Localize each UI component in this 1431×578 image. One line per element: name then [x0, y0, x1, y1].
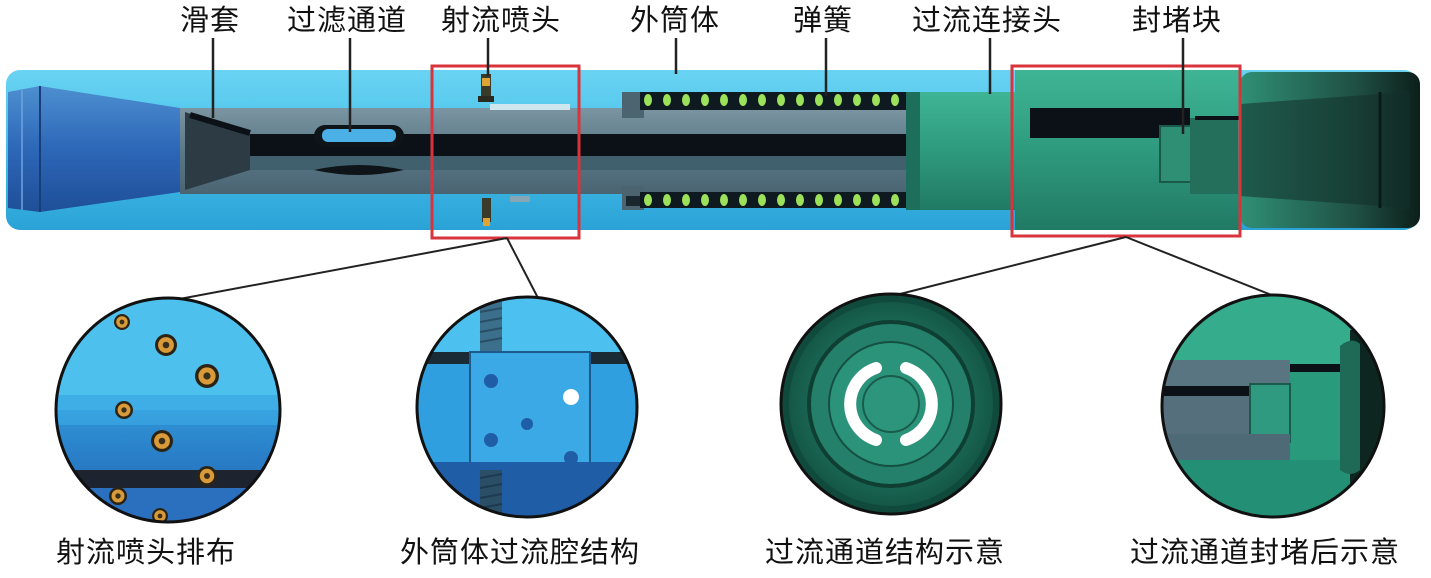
spring-coil: [853, 194, 861, 206]
caption-outer-barrel-cavity: 外筒体过流腔结构: [400, 535, 641, 569]
spring-coil: [815, 94, 823, 106]
spring-coil: [796, 94, 804, 106]
spring-coil: [796, 194, 804, 206]
detail-nozzle-layout: [54, 296, 282, 524]
spring-coil: [644, 194, 652, 206]
spring-coil: [663, 194, 671, 206]
detail-flow-channel-structure: [779, 292, 1003, 516]
caption-nozzle-layout: 射流喷头排布: [56, 535, 237, 569]
nozzle-dot: [109, 487, 127, 505]
spring-coil: [853, 94, 861, 106]
spring-coil: [701, 194, 709, 206]
nozzle-dot: [151, 430, 173, 452]
spring-coil: [872, 94, 880, 106]
spring-lower: [640, 192, 910, 208]
flow-connector-body: [906, 92, 1030, 210]
nozzle-dot: [195, 364, 219, 388]
spring-coil: [834, 94, 842, 106]
caption-flow-channel-structure: 过流通道结构示意: [765, 535, 1006, 569]
spring-coil: [815, 194, 823, 206]
spring-upper: [640, 92, 910, 110]
label-filter-channel: 过滤通道: [287, 3, 408, 37]
spring-coil: [682, 94, 690, 106]
nozzle-dot: [114, 314, 130, 330]
left-end-cone: [8, 86, 180, 212]
label-sliding-sleeve: 滑套: [180, 3, 241, 37]
spring-coil: [663, 94, 671, 106]
mandrel-bore: [250, 134, 1020, 156]
spring-coil: [834, 194, 842, 206]
caption-flow-channel-blocked: 过流通道封堵后示意: [1130, 535, 1401, 569]
spring-coil: [777, 94, 785, 106]
spring-coil: [872, 194, 880, 206]
label-jet-nozzle: 射流喷头: [441, 3, 562, 37]
nozzle-dot: [197, 466, 217, 486]
detail-flow-channel-blocked: [1160, 293, 1386, 519]
spring-coil: [644, 94, 652, 106]
top-leader-lines: [211, 38, 1185, 134]
spring-coil: [739, 94, 747, 106]
label-blocking-block: 封堵块: [1132, 3, 1223, 37]
label-spring: 弹簧: [793, 3, 854, 37]
flow-slot-left: [844, 362, 882, 446]
nozzle-dots: [109, 314, 219, 522]
spring-coils: [644, 94, 899, 206]
spring-coil: [758, 194, 766, 206]
spring-coil: [758, 94, 766, 106]
nozzle-dot: [155, 334, 177, 356]
highlight-box-blocking: [1010, 64, 1242, 238]
label-outer-barrel: 外筒体: [630, 3, 721, 37]
flow-slot-right: [900, 362, 938, 446]
spring-coil: [682, 194, 690, 206]
spring-coil: [701, 94, 709, 106]
spring-coil: [739, 194, 747, 206]
spring-coil: [720, 94, 728, 106]
label-flow-connector: 过流连接头: [912, 3, 1063, 37]
detail-leader-lines: [173, 236, 1275, 301]
spring-coil: [891, 194, 899, 206]
spring-coil: [720, 194, 728, 206]
nozzle-dot: [115, 401, 133, 419]
detail-outer-barrel-cavity: [415, 295, 639, 519]
spring-coil: [777, 194, 785, 206]
spring-coil: [891, 94, 899, 106]
tool-assembly: [6, 70, 1420, 230]
